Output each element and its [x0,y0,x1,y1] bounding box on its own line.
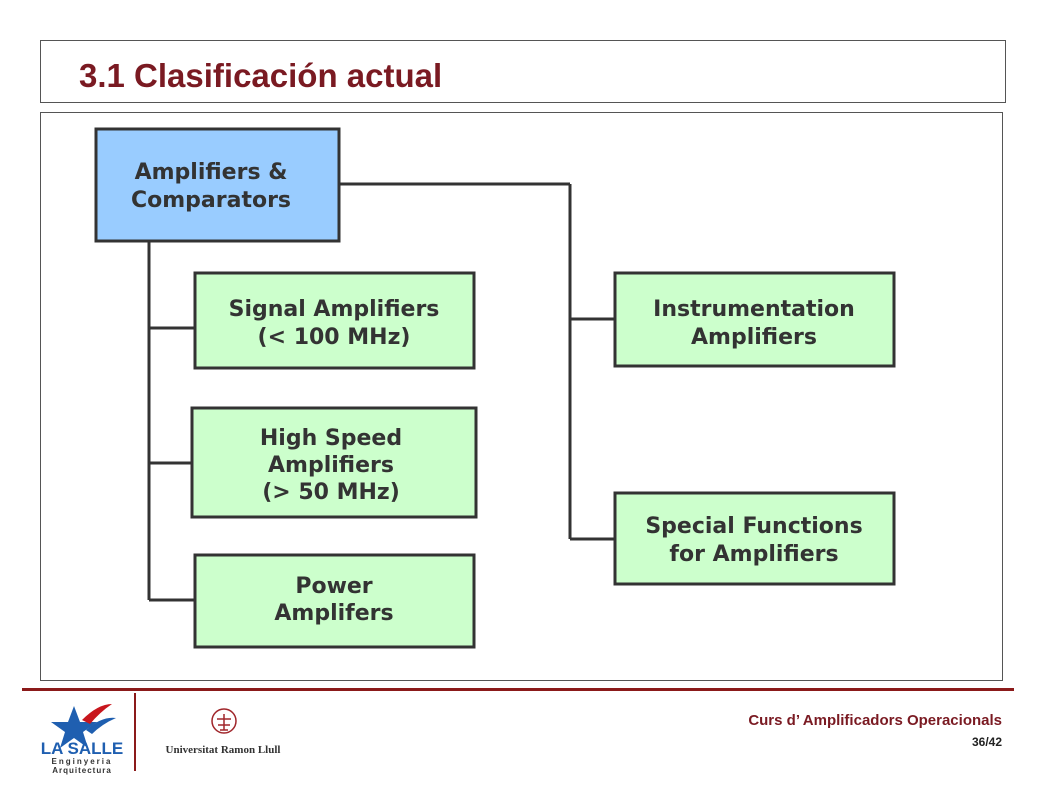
highspeed-label-line1: High Speed [260,426,402,451]
node-high-speed-amplifiers: High Speed Amplifiers (> 50 MHz) [190,406,478,519]
diagram-panel: Amplifiers & Comparators Signal Amplifie… [40,112,1003,681]
signal-label-line1: Signal Amplifiers [229,297,440,322]
highspeed-label-line2: Amplifiers [268,453,394,478]
page-number: 36/42 [971,735,1002,749]
swoosh-icon [82,704,112,724]
power-label-line1: Power [295,574,372,599]
root-label-line1: Amplifiers & [135,160,288,185]
instrumentation-label-line1: Instrumentation [653,297,855,322]
instrumentation-label-line2: Amplifiers [691,325,817,350]
footer-rule [22,688,1014,691]
node-special-functions: Special Functions for Amplifiers [613,491,896,586]
signal-label-line2: (< 100 MHz) [258,325,411,350]
node-instrumentation-amplifiers: Instrumentation Amplifiers [613,271,896,368]
url-logo: Universitat Ramon Llull [166,708,281,756]
classification-diagram: Amplifiers & Comparators Signal Amplifie… [94,127,896,649]
special-label-line2: for Amplifiers [669,542,838,567]
university-name: Universitat Ramon Llull [166,744,281,756]
course-title: Curs d’ Amplificadors Operacionals [748,712,1002,729]
highspeed-label-line3: (> 50 MHz) [262,480,400,505]
title-bar: 3.1 Clasificación actual [40,40,1006,103]
instrumentation-box [613,271,896,368]
node-power-amplifiers: Power Amplifers [193,553,476,649]
tree-emblem-icon [211,708,237,734]
node-signal-amplifiers: Signal Amplifiers (< 100 MHz) [193,271,476,370]
signal-box [193,271,476,370]
connectors [147,182,615,602]
root-box [94,127,341,243]
swoosh-icon-2 [86,717,116,734]
power-label-line2: Amplifers [274,601,393,626]
power-box [193,553,476,649]
root-node: Amplifiers & Comparators [94,127,341,243]
lasalle-wordmark: LA SALLE [41,739,123,758]
root-label-line2: Comparators [131,188,291,213]
special-label-line1: Special Functions [645,514,862,539]
lasalle-sub1: Enginyeria [52,757,113,766]
special-box [613,491,896,586]
highspeed-box [190,406,478,519]
footer-divider [134,693,136,771]
slide-title: 3.1 Clasificación actual [79,57,443,94]
lasalle-logo: LA SALLE Enginyeria Arquitectura [41,704,123,775]
lasalle-sub2: Arquitectura [52,766,112,775]
star-icon [51,706,97,748]
